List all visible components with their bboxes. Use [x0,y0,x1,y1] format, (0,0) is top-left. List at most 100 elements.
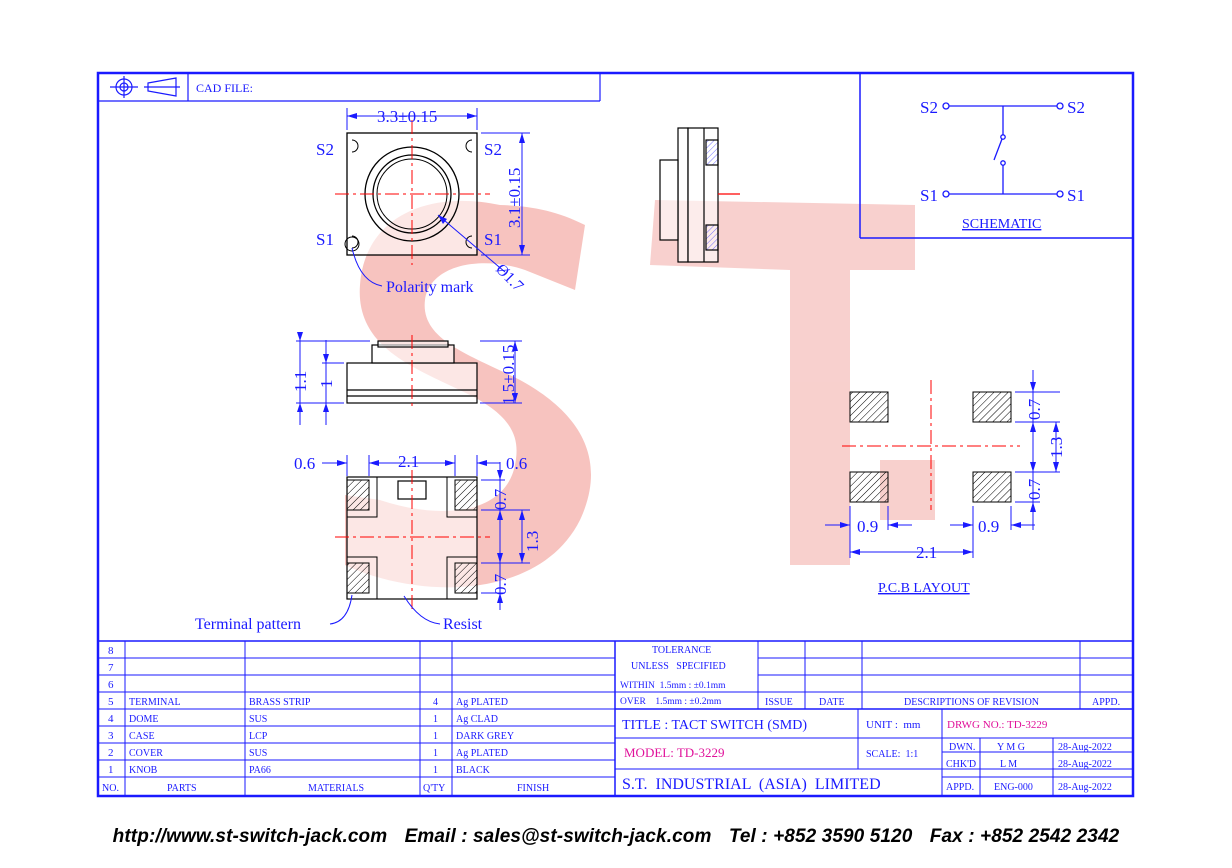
title-block [98,640,1133,796]
bom-header-qty: Q'TY [423,783,445,794]
front-dim-1-1: 1.1 [291,371,310,392]
pcb-layout: 0.7 1.3 0.7 0.9 0.9 2.1 P.C.B LAYOUT [825,370,1066,596]
bom-row-number: 7 [108,662,114,674]
schematic-s2-right: S2 [1067,98,1085,117]
bom-no: 5 [108,696,114,708]
drawing-unit: UNIT : mm [866,719,921,731]
tolerance-within: WITHIN 1.5mm : ±0.1mm [620,681,726,691]
bom-finish: Ag CLAD [456,714,498,725]
tolerance-title: TOLERANCE [652,645,711,656]
bom-finish: Ag PLATED [456,748,508,759]
bom-material: SUS [249,714,267,725]
revision-header-issue: ISSUE [765,697,793,708]
fax-number: Fax : +852 2542 2342 [929,826,1120,847]
projection-symbol-icon [110,76,180,98]
drawing-title: TITLE : TACT SWITCH (SMD) [622,718,807,733]
schematic-s1-right: S1 [1067,186,1085,205]
top-width-dim: 3.3±0.15 [377,107,437,126]
bom-header-no: NO. [102,783,119,794]
bom-qty: 1 [433,748,438,759]
bom-material: PA66 [249,765,271,776]
chkd-label: CHK'D [946,759,976,770]
appd-date: 28-Aug-2022 [1058,782,1112,793]
bom-no: 2 [108,747,114,759]
drawing-model: MODEL: TD-3229 [624,745,725,760]
bom-header-materials: MATERIALS [308,783,364,794]
top-pin-s1-right: S1 [484,230,502,249]
terminal-pattern-label: Terminal pattern [195,616,301,633]
top-pin-s1-left: S1 [316,230,334,249]
cad-header: CAD FILE: [98,73,601,102]
chkd-date: 28-Aug-2022 [1058,759,1112,770]
pcb-dim-top: 0.7 [1025,398,1044,420]
watermark-logo [345,200,935,588]
bom-finish: Ag PLATED [456,697,508,708]
cad-file-label: CAD FILE: [196,81,253,95]
appd-label: APPD. [946,782,974,793]
schematic-s2-left: S2 [920,98,938,117]
bom-part: DOME [129,714,158,725]
schematic-caption: SCHEMATIC [962,217,1041,232]
schematic: S2 S2 S1 S1 SCHEMATIC [859,73,1133,239]
bom-no: 3 [108,730,114,742]
bottom-dim-mid-v: 1.3 [523,531,542,552]
schematic-s1-left: S1 [920,186,938,205]
pcb-dim-left: 0.9 [857,517,878,536]
side-view [659,127,740,263]
bom-table: 8 7 6 5 TERMINAL BRASS STRIP 4 Ag PLATED… [102,645,549,794]
bom-no: 4 [108,713,114,725]
top-height-dim: 3.1±0.15 [505,168,524,228]
revision-header-appd: APPD. [1092,697,1120,708]
tolerance-over: OVER 1.5mm : ±0.2mm [620,697,722,707]
bom-qty: 1 [433,714,438,725]
tolerance-block: TOLERANCE UNLESS SPECIFIED WITHIN 1.5mm … [620,645,1120,708]
bottom-dim-mid: 2.1 [398,452,419,471]
bom-finish: BLACK [456,765,491,776]
bom-header-parts: PARTS [167,783,197,794]
bom-row-number: 8 [108,645,114,657]
revision-header-descriptions: DESCRIPTIONS OF REVISION [904,697,1039,708]
pcb-dim-bottom: 0.7 [1025,478,1044,500]
company-name: S.T. INDUSTRIAL (ASIA) LIMITED [622,776,881,793]
bom-header-finish: FINISH [517,783,549,794]
bom-qty: 1 [433,765,438,776]
drawing-number: DRWG NO.: TD-3229 [947,719,1048,731]
bottom-dim-top: 0.7 [491,488,510,510]
revision-header-date: DATE [819,697,845,708]
phone-number: Tel : +852 3590 5120 [728,826,913,847]
chkd-name: L M [1000,759,1017,770]
top-pin-s2-right: S2 [484,140,502,159]
dwn-name: Y M G [997,742,1025,753]
bom-qty: 1 [433,731,438,742]
front-dim-1-5: 1.5±0.15 [499,345,518,405]
bottom-dim-right: 0.6 [506,454,527,473]
pcb-dim-right: 0.9 [978,517,999,536]
front-dim-1: 1 [317,380,336,389]
resist-label: Resist [443,616,483,633]
pcb-dim-width: 2.1 [916,543,937,562]
bottom-dim-bottom: 0.7 [491,573,510,595]
bom-part: COVER [129,748,163,759]
bom-material: LCP [249,731,268,742]
top-view: 3.3±0.15 3.1±0.15 Ø1.7 S2 S2 S1 S1 Polar… [316,107,530,296]
pcb-layout-caption: P.C.B LAYOUT [878,581,970,596]
bom-finish: DARK GREY [456,731,514,742]
bom-part: KNOB [129,765,158,776]
dwn-label: DWN. [949,742,975,753]
title-info: TITLE : TACT SWITCH (SMD) UNIT : mm DRWG… [622,718,1112,793]
bottom-view: 0.6 2.1 0.6 0.7 1.3 0.7 Terminal pattern… [195,452,542,633]
bom-row-number: 6 [108,679,114,691]
bottom-dim-left: 0.6 [294,454,315,473]
bom-qty: 4 [433,697,438,708]
dwn-date: 28-Aug-2022 [1058,742,1112,753]
appd-name: ENG-000 [994,782,1033,793]
drawing-scale: SCALE: 1:1 [866,749,918,760]
email-link[interactable]: Email : sales@st-switch-jack.com [404,826,712,847]
top-pin-s2-left: S2 [316,140,334,159]
website-link[interactable]: http://www.st-switch-jack.com [112,826,388,847]
bom-material: SUS [249,748,267,759]
bom-no: 1 [108,764,114,776]
polarity-mark-label: Polarity mark [386,279,474,296]
bom-material: BRASS STRIP [249,697,311,708]
